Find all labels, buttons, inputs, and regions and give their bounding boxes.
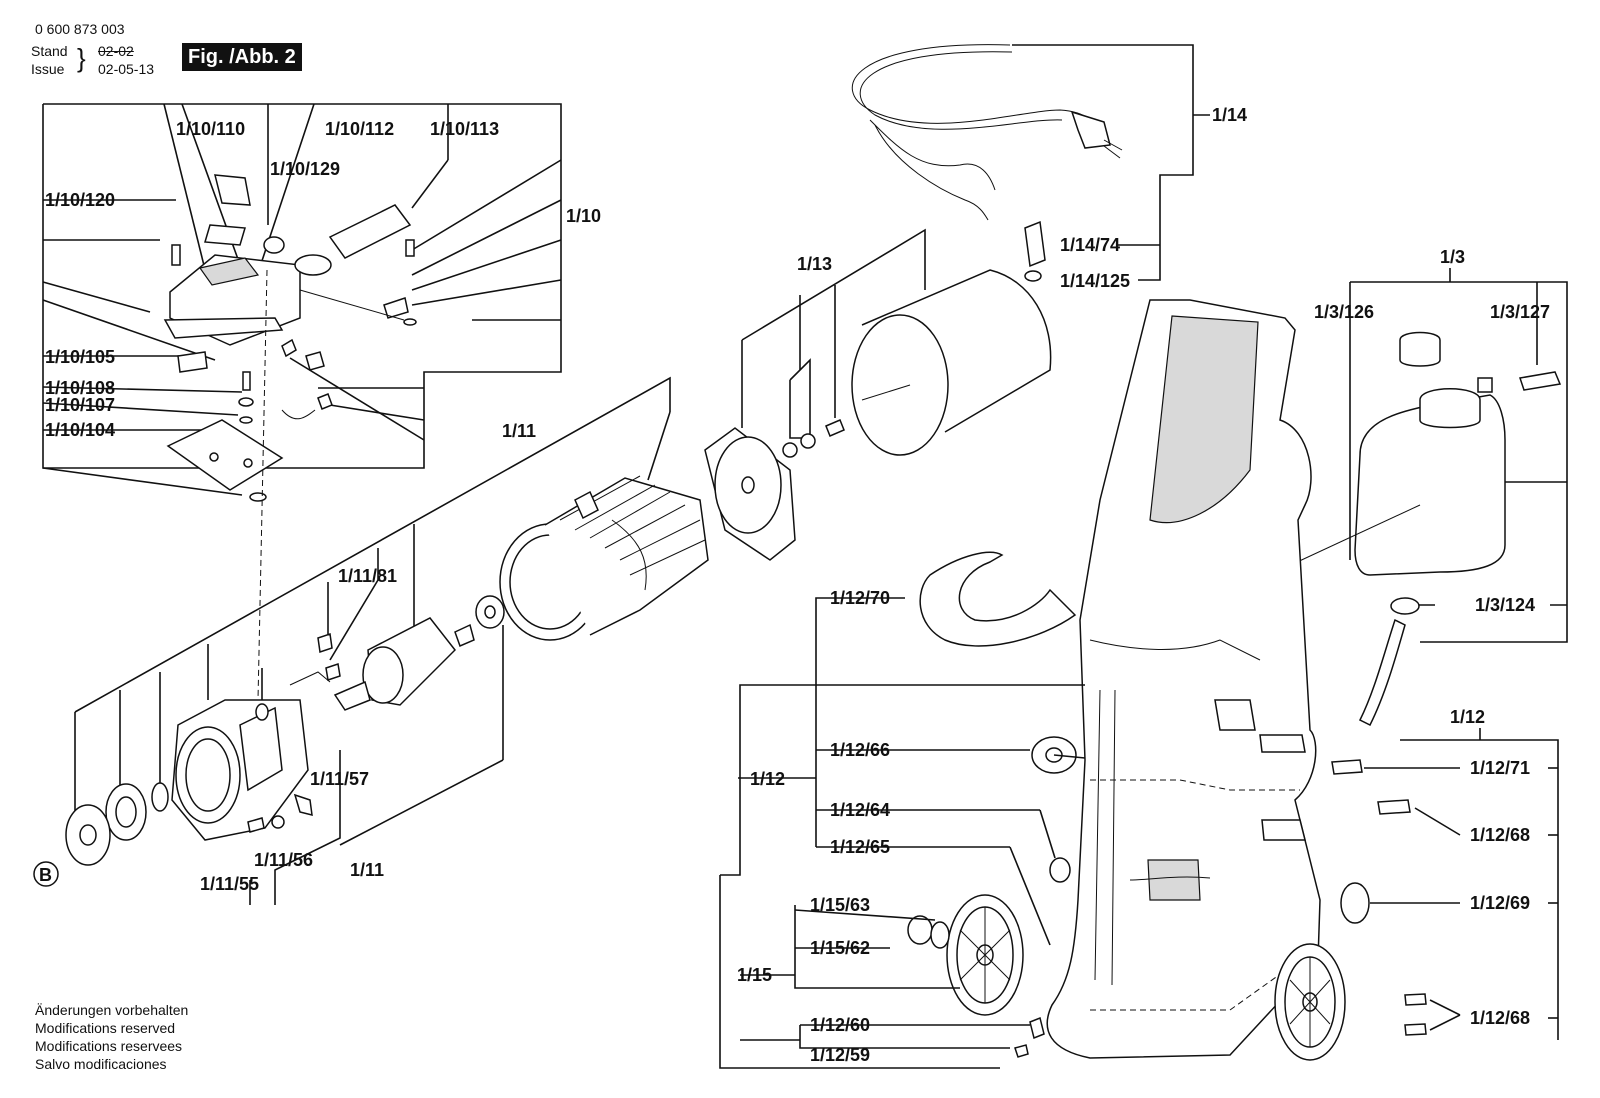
callout-label: 1/12/60 — [810, 1015, 870, 1035]
callout-label: 1/14 — [1212, 105, 1247, 125]
callout-label: 1/10/107 — [45, 395, 115, 415]
callout-label: 1/15 — [737, 965, 772, 985]
callout-label: 1/12/70 — [830, 588, 890, 608]
callout-label: 1/14/74 — [1060, 235, 1120, 255]
fan-wheel-part — [704, 419, 845, 561]
callout-label: 1/10/108 — [45, 378, 115, 398]
callout-label: 1/3/126 — [1314, 302, 1374, 322]
note-line: Änderungen vorbehalten — [35, 1002, 189, 1018]
callout-label: 1/12/69 — [1470, 893, 1530, 913]
stand-label: Stand — [31, 43, 68, 59]
callout-label: 1/12/68 — [1470, 825, 1530, 845]
wheel-right-part — [1274, 943, 1346, 1061]
main-housing-part — [919, 299, 1321, 1059]
switch-assembly-frame — [42, 103, 562, 496]
footer-notes: Änderungen vorbehalten Modifications res… — [35, 1001, 188, 1073]
callout-label: 1/3/124 — [1475, 595, 1535, 615]
callout-label: 1/10/120 — [45, 190, 115, 210]
callout-label: 1/12/65 — [830, 837, 890, 857]
callout-label: 1/10/104 — [45, 420, 115, 440]
callout-label: 1/11/56 — [254, 850, 313, 870]
fan-cover-part — [851, 269, 1052, 456]
wheel-left-part — [907, 882, 1370, 1016]
view-marker-circle — [33, 861, 59, 887]
callout-label: 1/11/81 — [338, 566, 397, 586]
brace-glyph: } — [77, 43, 86, 73]
figure-tag: Fig. /Abb. 2 — [182, 43, 302, 71]
stand-date: 02-02 — [98, 43, 134, 59]
note-line: Modifications reserved — [35, 1020, 176, 1036]
callout-label: 1/12/71 — [1470, 758, 1530, 778]
rotor-part — [333, 595, 505, 711]
tank-frame — [1349, 268, 1568, 643]
callout-label: 1/3/127 — [1490, 302, 1550, 322]
callout-label: 1/11 — [502, 421, 536, 441]
callout-label: 1/12 — [750, 769, 785, 789]
callout-label: 1/12/68 — [1470, 1008, 1530, 1028]
housing-leaders — [719, 597, 1559, 1069]
callout-label: 1/15/63 — [810, 895, 870, 915]
issue-label: Issue — [31, 61, 65, 77]
issue-date: 02-05-13 — [98, 61, 155, 77]
callout-label: 1/12/64 — [830, 800, 890, 820]
document-number: 0 600 873 003 — [35, 21, 125, 37]
callout-label: 1/11 — [350, 860, 384, 880]
switch-housing-part — [163, 174, 417, 701]
note-line: Modifications reservees — [35, 1038, 183, 1054]
callout-label: 1/13 — [797, 254, 832, 274]
motor-group-frame — [74, 376, 671, 905]
callout-label: 1/12/66 — [830, 740, 890, 760]
callout-label: 1/12/59 — [810, 1045, 870, 1065]
callout-label: 1/10/105 — [45, 347, 115, 367]
callout-label: 1/10 — [566, 206, 601, 226]
callout-label: 1/3 — [1440, 247, 1465, 267]
water-tank-part — [1279, 331, 1562, 727]
callout-label: 1/10/113 — [430, 119, 499, 139]
callout-label: 1/14/125 — [1060, 271, 1130, 291]
callout-label: 1/15/62 — [810, 938, 870, 958]
power-cable-frame — [1012, 44, 1210, 281]
motor-stator-part — [499, 475, 709, 641]
power-cable-part — [851, 44, 1123, 282]
note-line: Salvo modificaciones — [35, 1056, 167, 1072]
view-marker-label: B — [39, 865, 52, 885]
callout-label: 1/10/110 — [176, 119, 245, 139]
callout-label: 1/11/57 — [310, 769, 369, 789]
end-shield-part — [65, 633, 341, 866]
callout-label: 1/10/112 — [325, 119, 394, 139]
callout-label: 1/11/55 — [200, 874, 259, 894]
callout-label: 1/12 — [1450, 707, 1485, 727]
callout-label: 1/10/129 — [270, 159, 340, 179]
